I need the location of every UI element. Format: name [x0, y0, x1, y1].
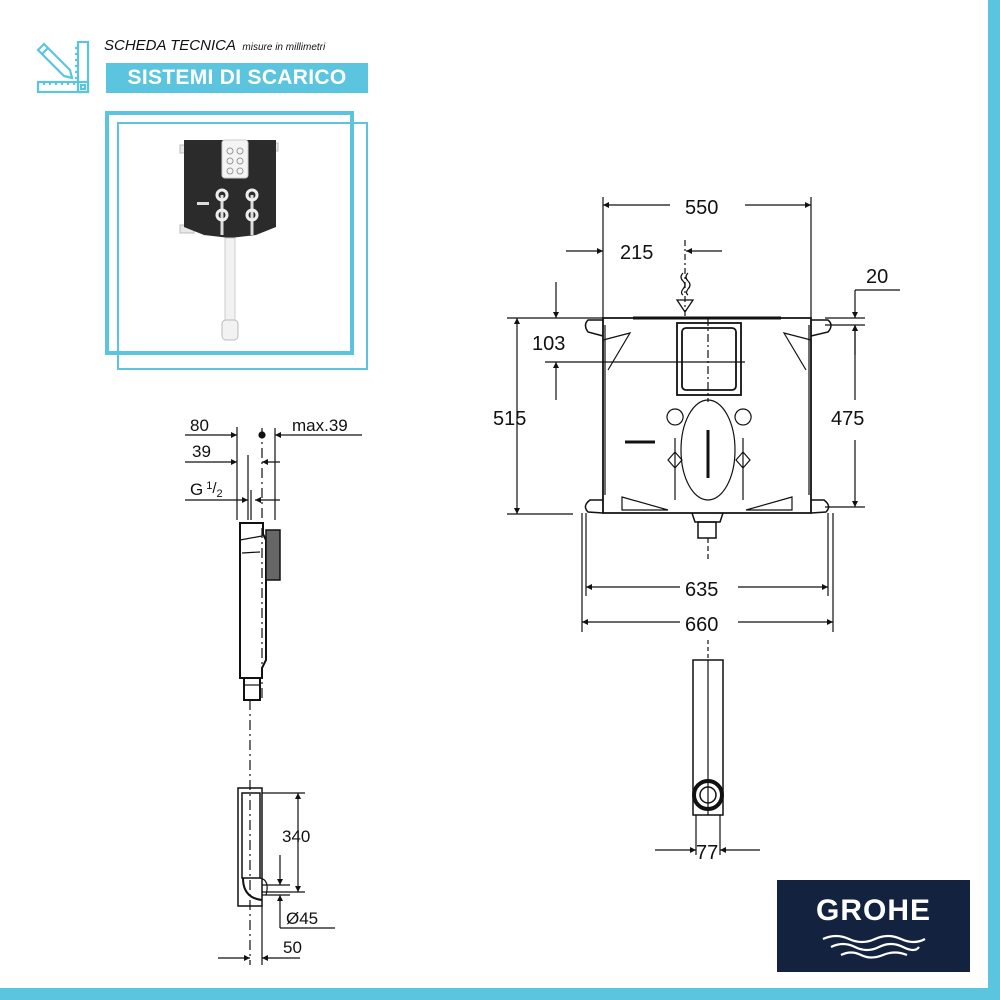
waves-icon — [822, 934, 926, 959]
front-view-pipe — [655, 640, 760, 855]
front-view-frame — [507, 197, 900, 632]
dim-39: 39 — [192, 442, 211, 461]
dim-50: 50 — [283, 938, 302, 957]
dim-80: 80 — [190, 416, 209, 435]
dim-77: 77 — [696, 842, 718, 864]
dim-215: 215 — [620, 242, 653, 264]
page-border-bottom — [0, 988, 1000, 1000]
dim-340: 340 — [282, 827, 310, 846]
dim-20: 20 — [866, 266, 888, 288]
photo-frame-inner — [117, 122, 368, 370]
dim-max39: max.39 — [292, 416, 348, 435]
dim-515: 515 — [493, 408, 526, 430]
category-banner: SISTEMI DI SCARICO — [106, 63, 368, 93]
ruler-pencil-icon — [36, 40, 90, 94]
product-photo — [179, 139, 279, 341]
grohe-logo: GROHE — [777, 880, 970, 972]
sheet-title: SCHEDA TECNICA misure in millimetri — [104, 37, 325, 55]
dim-550: 550 — [685, 197, 718, 219]
dim-103: 103 — [532, 333, 565, 355]
dim-475: 475 — [831, 408, 864, 430]
sheet-title-sub: misure in millimetri — [242, 42, 326, 53]
dim-d45: Ø45 — [286, 909, 318, 928]
dim-660: 660 — [685, 614, 718, 636]
photo-frame-outer — [105, 111, 354, 355]
dim-635: 635 — [685, 579, 718, 601]
page-border-right — [988, 0, 1000, 1000]
sheet-title-main: SCHEDA TECNICA — [104, 37, 236, 54]
side-view-cistern — [185, 427, 362, 701]
side-view-pipe — [218, 700, 335, 965]
logo-brand: GROHE — [815, 894, 931, 927]
